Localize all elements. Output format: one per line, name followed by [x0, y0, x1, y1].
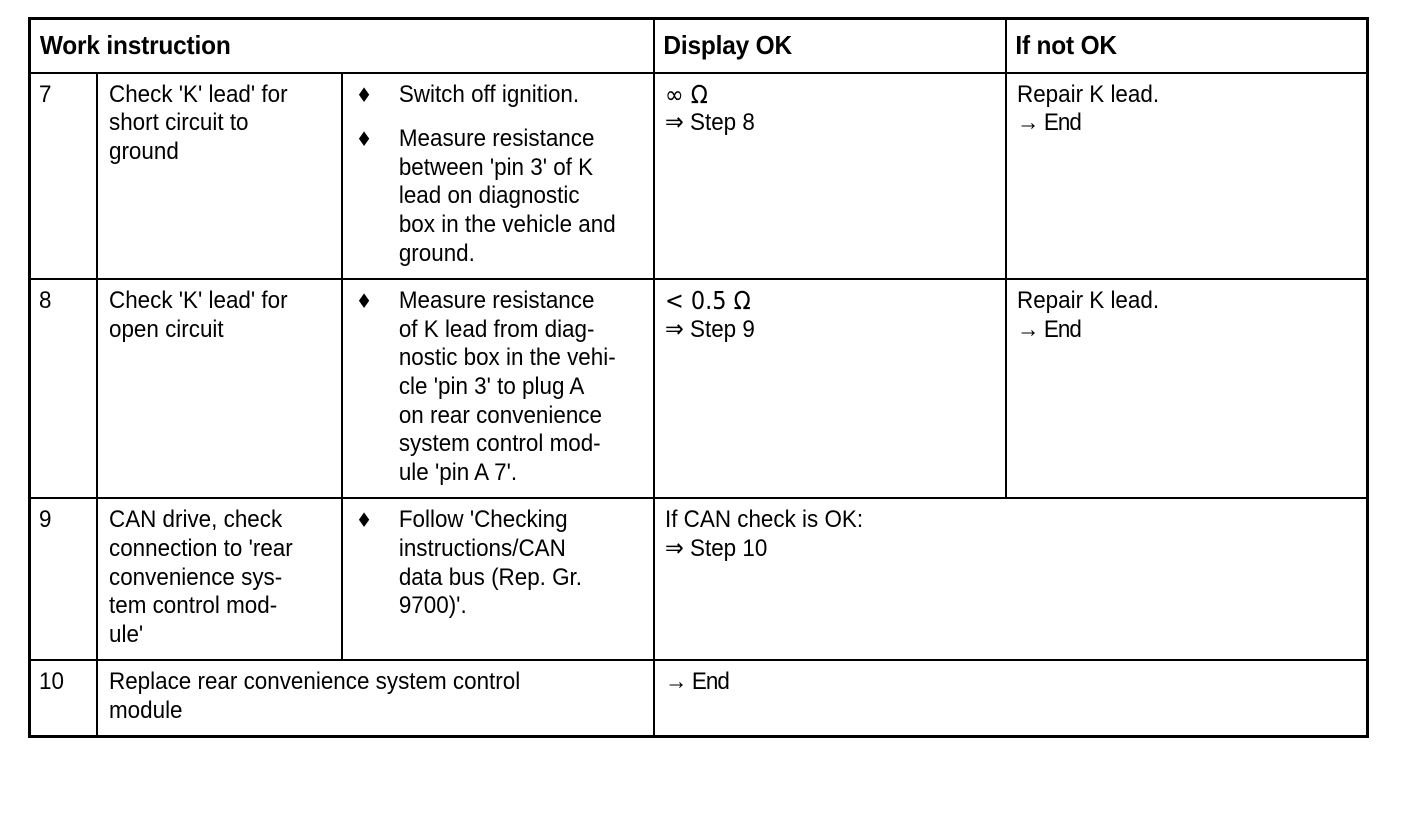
bullet-line: of K lead from diag- [398, 315, 594, 343]
display-ok-cell: < 0.5 Ω ⇒ Step 9 [652, 279, 1006, 500]
display-ok-cell-spanning: → End [652, 660, 1368, 737]
display-ok-cell: ∞ Ω ⇒ Step 8 [652, 72, 1006, 281]
if-not-ok-action: Repair K lead. [1016, 287, 1159, 315]
bullet-line: between 'pin 3' of K [398, 153, 593, 181]
diamond-bullet-icon: ♦ [355, 508, 372, 533]
task-line: short circuit to [108, 109, 249, 137]
list-item: ♦ Follow 'Checking instructions/CAN data… [354, 506, 647, 620]
list-item: ♦ Switch off ignition. [354, 81, 647, 110]
diamond-bullet-icon: ♦ [355, 127, 372, 152]
column-header-display-ok: Display OK [652, 18, 985, 74]
if-not-ok-cell: Repair K lead. → End [1004, 279, 1368, 500]
bullet-line: data bus (Rep. Gr. [398, 563, 582, 591]
step-number: 10 [39, 668, 64, 696]
table-row: 7 Check 'K' lead' for short circuit to g… [29, 72, 1368, 281]
task-description-cell: Check 'K' lead' for open circuit [95, 279, 342, 500]
list-item: ♦ Measure resistance between 'pin 3' of … [354, 125, 647, 268]
step-number: 7 [39, 80, 52, 108]
bullet-line: Switch off ignition. [398, 80, 579, 108]
procedure-steps-cell: ♦ Switch off ignition. ♦ Measure resista… [340, 72, 654, 281]
step-number: 8 [39, 287, 52, 315]
display-ok-next-step: ⇒ Step 10 [664, 534, 767, 562]
task-line: ground [108, 137, 179, 165]
diamond-bullet-icon: ♦ [355, 82, 372, 107]
task-line: Check 'K' lead' for [108, 287, 288, 315]
step-number-cell: 10 [30, 660, 97, 737]
bullet-line: box in the vehicle and [398, 210, 616, 238]
bullet-line: 9700)'. [398, 592, 467, 620]
display-ok-next-step: → End [664, 668, 730, 696]
bullet-line: cle 'pin 3' to plug A [398, 372, 584, 400]
table-row: 9 CAN drive, check connection to 'rear c… [29, 498, 1368, 662]
task-line: Replace rear convenience system control [108, 668, 520, 696]
list-item: ♦ Measure resistance of K lead from diag… [354, 287, 647, 487]
table-row: 8 Check 'K' lead' for open circuit ♦ Mea… [29, 279, 1368, 500]
display-ok-next-step: ⇒ Step 9 [664, 315, 755, 343]
bullet-list: ♦ Follow 'Checking instructions/CAN data… [354, 506, 647, 620]
if-not-ok-next-step: → End [1016, 109, 1082, 137]
task-line: module [108, 696, 183, 724]
display-ok-value: ∞ Ω [664, 79, 708, 109]
bullet-list: ♦ Switch off ignition. ♦ Measure resista… [354, 81, 647, 269]
column-header-if-not-ok: If not OK [1004, 18, 1346, 74]
display-ok-next-step: ⇒ Step 8 [664, 109, 755, 137]
procedure-steps-cell: ♦ Measure resistance of K lead from diag… [340, 279, 654, 500]
if-not-ok-next-step: → End [1016, 315, 1082, 343]
task-description-cell-spanning: Replace rear convenience system control … [95, 660, 654, 737]
step-number-cell: 8 [29, 279, 97, 500]
display-ok-value: < 0.5 Ω [664, 286, 751, 316]
step-number-cell: 7 [29, 72, 97, 281]
bullet-line: Follow 'Checking [398, 506, 568, 534]
bullet-line: lead on diagnostic [398, 182, 580, 210]
bullet-line: Measure resistance [398, 287, 594, 315]
task-line: convenience sys- [108, 563, 282, 591]
display-ok-value: If CAN check is OK: [664, 506, 863, 534]
task-line: Check 'K' lead' for [108, 80, 288, 108]
bullet-line: ground. [398, 239, 475, 267]
column-header-work-instruction: Work instruction [29, 18, 617, 74]
display-ok-cell-spanning: If CAN check is OK: ⇒ Step 10 [652, 498, 1368, 662]
bullet-list: ♦ Measure resistance of K lead from diag… [354, 287, 647, 487]
bullet-line: system control mod- [398, 430, 601, 458]
if-not-ok-cell: Repair K lead. → End [1004, 72, 1368, 281]
bullet-line: on rear convenience [398, 401, 602, 429]
task-description-cell: Check 'K' lead' for short circuit to gro… [95, 72, 342, 281]
step-number: 9 [39, 506, 52, 534]
bullet-line: instructions/CAN [398, 534, 566, 562]
task-description-cell: CAN drive, check connection to 'rear con… [95, 498, 342, 662]
task-line: connection to 'rear [108, 534, 293, 562]
bullet-line: Measure resistance [398, 125, 594, 153]
diamond-bullet-icon: ♦ [355, 289, 372, 314]
bullet-line: nostic box in the vehi- [398, 344, 616, 372]
step-number-cell: 9 [29, 498, 97, 662]
table-row: 10 Replace rear convenience system contr… [30, 660, 1368, 737]
task-line: open circuit [108, 315, 224, 343]
bullet-line: ule 'pin A 7'. [398, 458, 517, 486]
table-header-row: Work instruction Display OK If not OK [29, 18, 1368, 74]
task-line: CAN drive, check [108, 506, 282, 534]
procedure-steps-cell: ♦ Follow 'Checking instructions/CAN data… [340, 498, 654, 662]
work-instruction-table: Work instruction Display OK If not OK 7 … [28, 17, 1370, 739]
if-not-ok-action: Repair K lead. [1016, 80, 1159, 108]
task-line: ule' [108, 620, 143, 648]
task-line: tem control mod- [108, 592, 277, 620]
